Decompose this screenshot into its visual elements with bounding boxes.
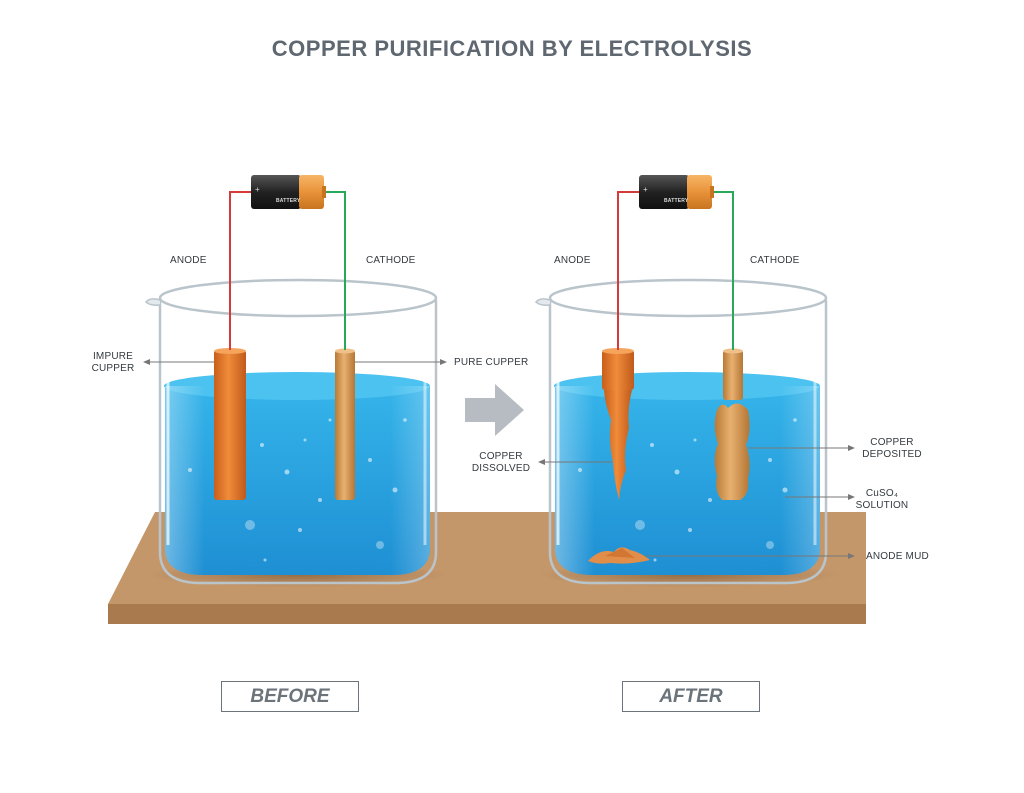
- cathode-label-before: CATHODE: [366, 255, 416, 266]
- copper-deposited-label: COPPER DEPOSITED: [860, 437, 924, 461]
- diagram-title: COPPER PURIFICATION BY ELECTROLYSIS: [271, 36, 753, 61]
- impure-copper-label: IMPURE CUPPER: [86, 351, 140, 375]
- cathode-label-after: CATHODE: [750, 255, 800, 266]
- battery-before: +: [229, 175, 346, 350]
- copper-deposited-label-line1: COPPER: [870, 437, 914, 448]
- beaker-before: [144, 278, 448, 587]
- after-caption: AFTER: [622, 681, 760, 712]
- battery-after: +: [617, 175, 734, 350]
- svg-text:+: +: [255, 185, 260, 194]
- battery-label-after: BATTERY: [664, 198, 689, 204]
- anode-mud-label: ANODE MUD: [866, 551, 929, 562]
- anode-label-after: ANODE: [554, 255, 591, 266]
- copper-deposited-label-line2: DEPOSITED: [862, 449, 922, 460]
- copper-dissolved-label: COPPER DISSOLVED: [470, 451, 532, 475]
- anode-label-before: ANODE: [170, 255, 207, 266]
- beaker-after: [534, 278, 838, 587]
- battery-label-before: BATTERY: [276, 198, 301, 204]
- pure-copper-label: PURE CUPPER: [454, 357, 529, 368]
- transition-arrow: [465, 384, 524, 436]
- before-caption: BEFORE: [221, 681, 359, 712]
- copper-dissolved-label-line2: DISSOLVED: [471, 463, 531, 474]
- cuso4-solution-label: CuSO₄ SOLUTION: [852, 488, 912, 512]
- copper-dissolved-label-line1: COPPER: [479, 451, 523, 462]
- leader-lines: [143, 359, 855, 559]
- svg-text:+: +: [643, 185, 648, 194]
- cuso4-solution-label-line1: CuSO₄: [865, 488, 899, 499]
- cuso4-solution-label-line2: SOLUTION: [855, 500, 909, 511]
- impure-copper-label-line2: CUPPER: [91, 363, 135, 374]
- impure-copper-label-line1: IMPURE: [92, 351, 134, 362]
